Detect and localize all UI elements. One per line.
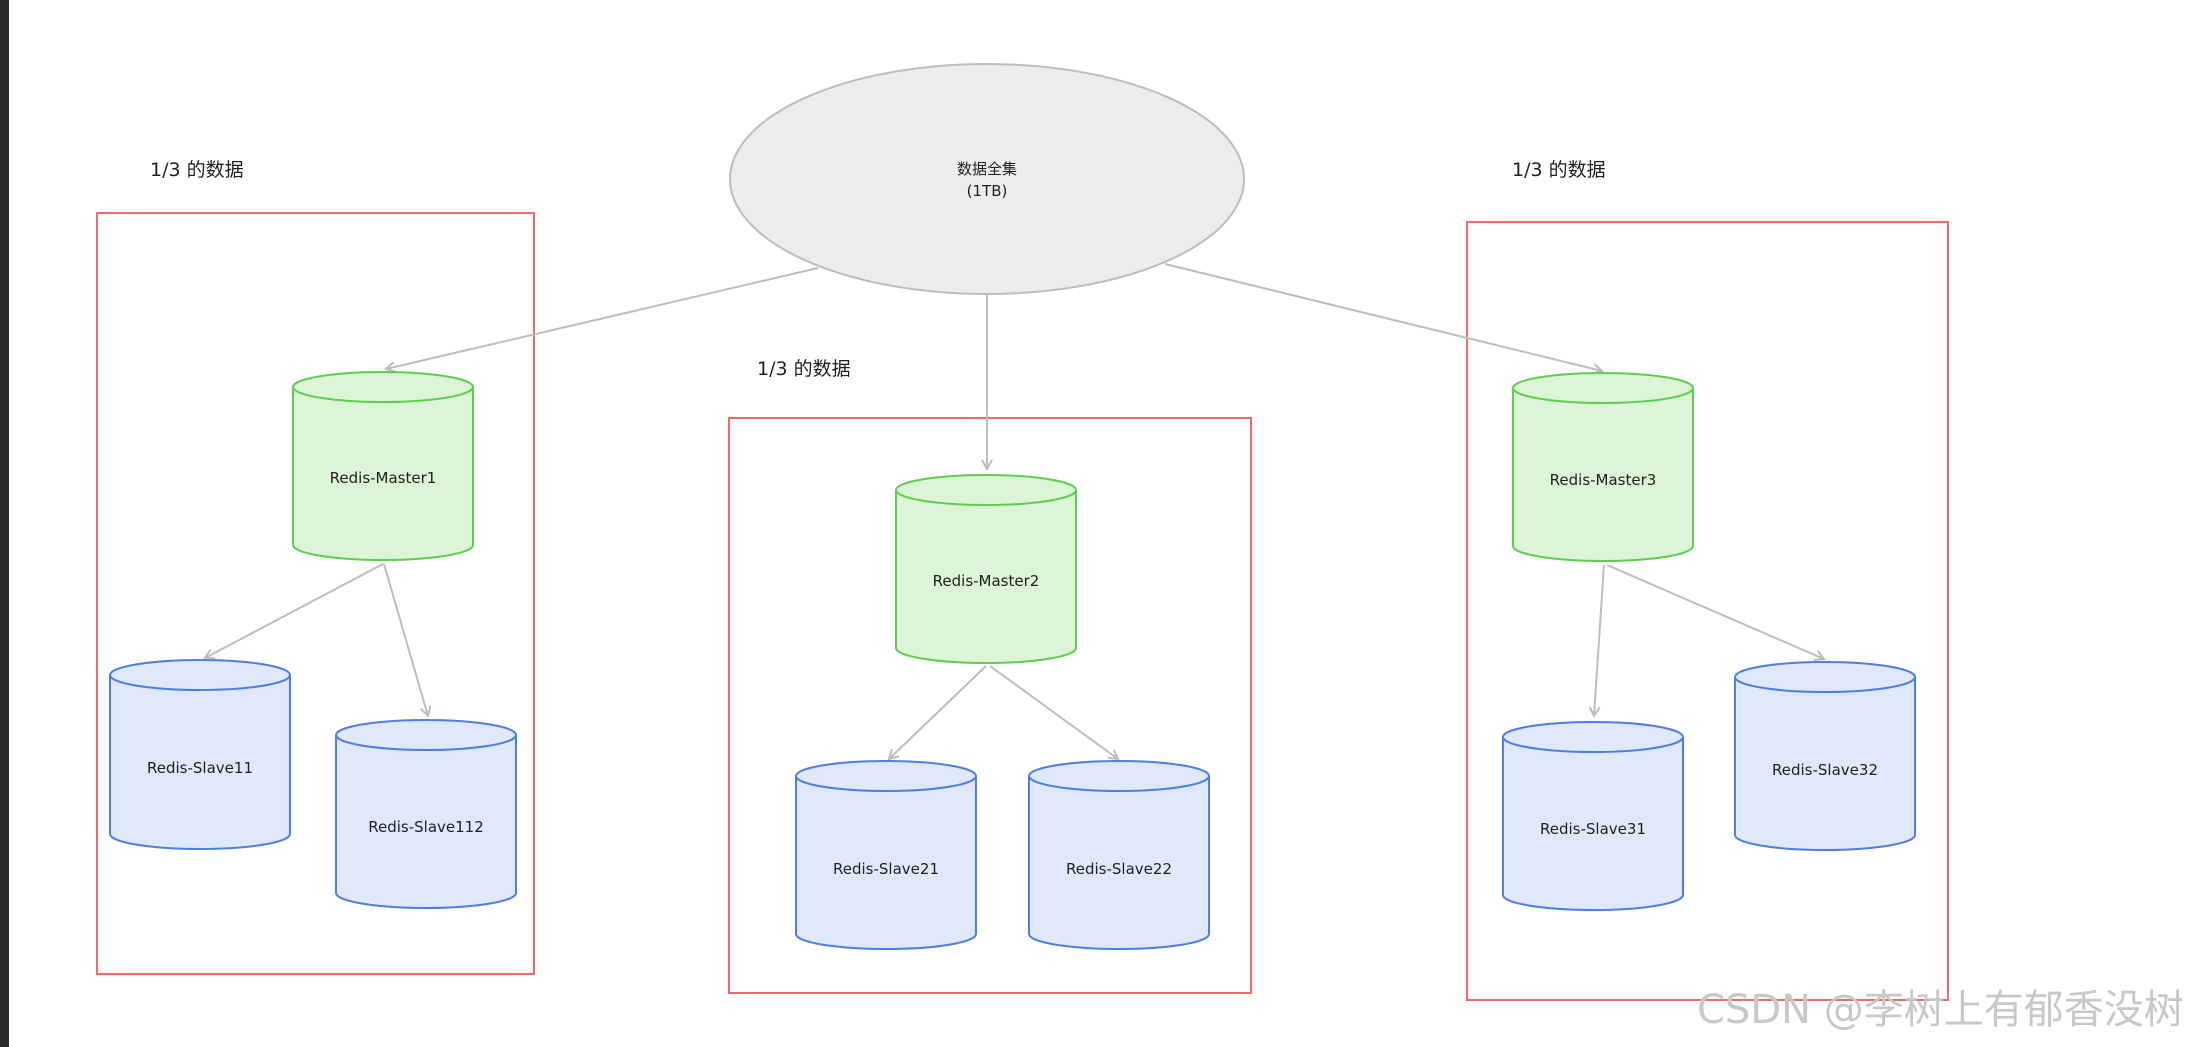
source-size: (1TB): [967, 182, 1008, 200]
slave-label-11: Redis-Slave11: [147, 759, 253, 777]
master-label-1: Redis-Master1: [330, 469, 437, 487]
slave-label-112: Redis-Slave112: [368, 818, 484, 836]
redis-slave-node-112: Redis-Slave112: [335, 719, 517, 909]
master-label-2: Redis-Master2: [933, 572, 1040, 590]
window-edge: [0, 0, 9, 1047]
group-box-3: [1466, 221, 1949, 1001]
watermark: CSDN @李树上有郁香没树: [1697, 987, 2184, 1033]
redis-slave-node-21: Redis-Slave21: [795, 760, 977, 950]
slave-label-32: Redis-Slave32: [1772, 761, 1878, 779]
master-label-3: Redis-Master3: [1550, 471, 1657, 489]
edge-master3-slave32: [1606, 564, 1824, 659]
edge-source-master3: [1164, 263, 1602, 371]
edge-master1-slave11: [205, 563, 384, 658]
group-label-2: 1/3 的数据: [757, 358, 851, 380]
redis-master-node-1: Redis-Master1: [292, 371, 474, 561]
redis-slave-node-22: Redis-Slave22: [1028, 760, 1210, 950]
redis-slave-node-31: Redis-Slave31: [1502, 721, 1684, 911]
edge-master1-slave112: [383, 563, 428, 716]
redis-slave-node-11: Redis-Slave11: [109, 659, 291, 850]
source-title: 数据全集: [957, 160, 1017, 178]
redis-master-node-2: Redis-Master2: [895, 474, 1077, 664]
edge-master2-slave22: [989, 665, 1118, 759]
redis-slave-node-32: Redis-Slave32: [1734, 661, 1916, 851]
redis-master-node-3: Redis-Master3: [1512, 372, 1694, 562]
data-source-node: 数据全集 (1TB): [729, 63, 1245, 295]
group-box-1: [96, 212, 535, 975]
slave-label-21: Redis-Slave21: [833, 860, 939, 878]
group-box-2: [728, 417, 1252, 994]
edge-master2-slave21: [889, 665, 987, 759]
group-label-1: 1/3 的数据: [150, 159, 244, 181]
slave-label-22: Redis-Slave22: [1066, 860, 1172, 878]
group-label-3: 1/3 的数据: [1512, 159, 1606, 181]
slave-label-31: Redis-Slave31: [1540, 820, 1646, 838]
edge-source-master1: [386, 267, 819, 369]
edge-master3-slave31: [1594, 564, 1605, 716]
